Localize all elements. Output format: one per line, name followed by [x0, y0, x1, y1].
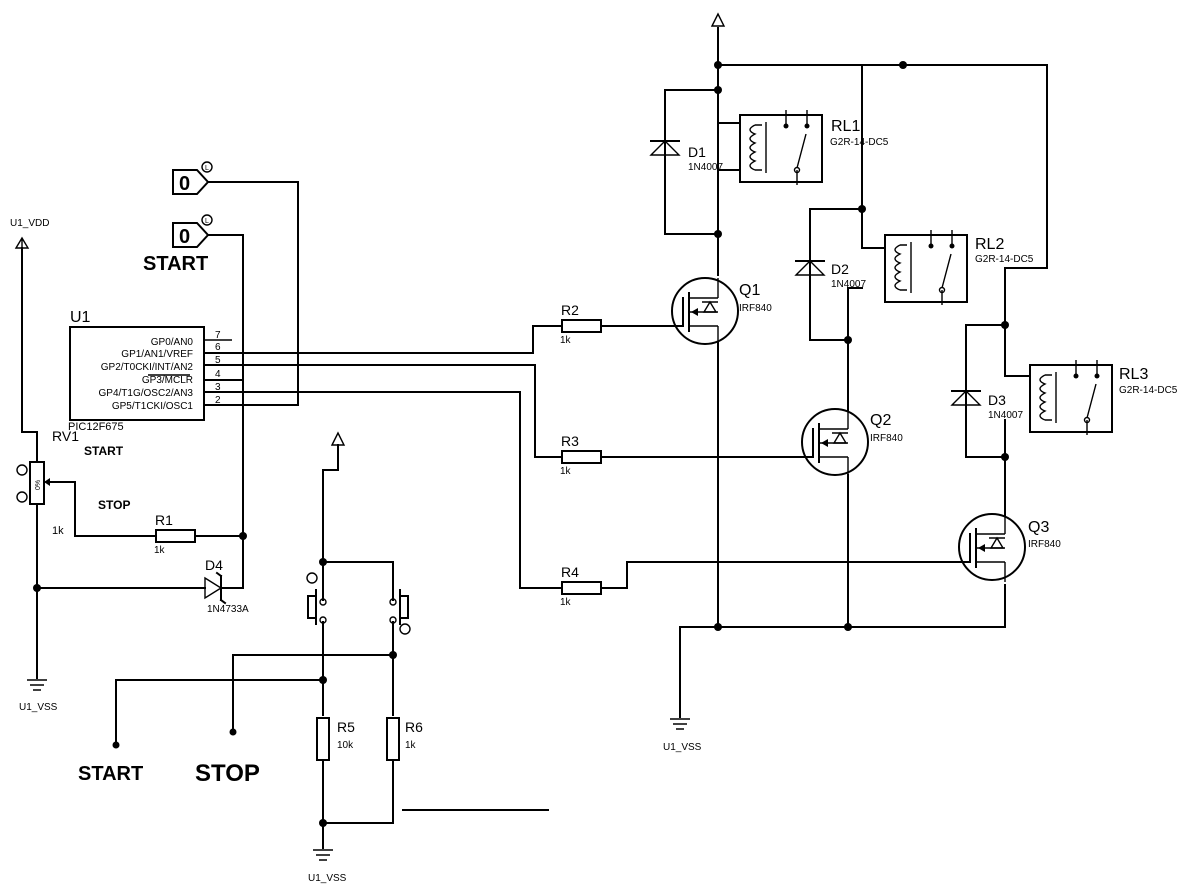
- svg-text:IRF840: IRF840: [739, 303, 772, 314]
- vdd-symbol: U1_VDD: [10, 218, 49, 249]
- svg-text:0: 0: [179, 226, 190, 248]
- svg-text:D2: D2: [831, 261, 849, 277]
- relay-rl1: RL1 G2R-14-DC5: [739, 110, 889, 185]
- svg-text:1k: 1k: [154, 545, 166, 556]
- mcu-pin-num: 5: [215, 355, 221, 366]
- vss-label-bottom: U1_VSS: [308, 873, 347, 884]
- svg-text:Q2: Q2: [870, 412, 891, 429]
- pushbutton-start[interactable]: [306, 572, 327, 625]
- mcu-pin-num: 7: [215, 330, 221, 341]
- resistor-r6: R6 1k: [386, 717, 423, 761]
- svg-text:10k: 10k: [337, 740, 354, 751]
- svg-text:D3: D3: [988, 392, 1006, 408]
- note-start: START: [84, 444, 124, 458]
- diode-d2: D2 1N4007: [794, 260, 866, 290]
- relay-rl3: RL3 G2R-14-DC5: [1029, 360, 1178, 435]
- svg-text:1k: 1k: [560, 466, 572, 477]
- svg-text:IRF840: IRF840: [1028, 539, 1061, 550]
- svg-text:D1: D1: [688, 144, 706, 160]
- mosfet-q2: Q2 IRF840: [801, 408, 903, 476]
- mcu-pin-num: 4: [215, 369, 221, 380]
- mosfet-q1: Q1 IRF840: [671, 277, 772, 345]
- resistor-r1: R1 1k: [154, 512, 196, 556]
- junctions: [33, 61, 1009, 827]
- mcu-part: PIC12F675: [68, 421, 124, 433]
- svg-text:RL1: RL1: [831, 118, 860, 135]
- mcu-pin-num: 2: [215, 395, 221, 406]
- diode-d1: D1 1N4007: [649, 140, 723, 173]
- svg-text:RL3: RL3: [1119, 366, 1148, 383]
- svg-text:R6: R6: [405, 719, 423, 735]
- mcu-pin-num: 6: [215, 342, 221, 353]
- ground-right: U1_VSS: [663, 718, 702, 753]
- ground-left: U1_VSS: [19, 679, 58, 713]
- pushbutton-stop[interactable]: [389, 589, 411, 635]
- svg-text:1k: 1k: [560, 335, 572, 346]
- mcu-pin-name: GP5/T1CKI/OSC1: [112, 401, 194, 412]
- svg-text:1N4007: 1N4007: [831, 279, 866, 290]
- note-stop: STOP: [98, 498, 130, 512]
- probe-caption-start: START: [143, 253, 208, 275]
- mcu-pin-name: GP4/T1G/OSC2/AN3: [99, 388, 194, 399]
- svg-text:IRF840: IRF840: [870, 433, 903, 444]
- svg-text:1k: 1k: [560, 597, 572, 608]
- svg-text:D4: D4: [205, 557, 223, 573]
- label-start: START: [78, 763, 143, 785]
- svg-text:R4: R4: [561, 564, 579, 580]
- label-stop: STOP: [195, 760, 260, 787]
- mcu-pin-name: GP3/MCLR: [142, 375, 193, 386]
- pot-value: 1k: [52, 525, 64, 537]
- resistor-r4: R4 1k: [560, 564, 602, 608]
- mcu-u1: U1 GP0/AN0 GP1/AN1/VREF GP2/T0CKI/INT/AN…: [68, 309, 232, 433]
- svg-text:1N4733A: 1N4733A: [207, 604, 249, 615]
- zener-d4: D4 1N4733A: [204, 557, 249, 615]
- svg-text:G2R-14-DC5: G2R-14-DC5: [975, 254, 1034, 265]
- svg-text:0: 0: [179, 173, 190, 195]
- mcu-pin-name: GP0/AN0: [151, 337, 194, 348]
- mcu-pin-name: GP2/T0CKI/INT/AN2: [101, 362, 194, 373]
- svg-text:L: L: [205, 165, 209, 172]
- mosfet-q3: Q3 IRF840: [958, 513, 1061, 582]
- diode-d3: D3 1N4007: [950, 390, 1023, 421]
- resistor-r3: R3 1k: [560, 433, 602, 477]
- ground-bottom: U1_VSS: [308, 849, 347, 884]
- mcu-pin-name: GP1/AN1/VREF: [121, 349, 193, 360]
- vss-label-right: U1_VSS: [663, 742, 702, 753]
- button-supply-symbol: [330, 431, 346, 446]
- svg-text:R3: R3: [561, 433, 579, 449]
- svg-text:1N4007: 1N4007: [988, 410, 1023, 421]
- resistor-r5: R5 10k: [316, 717, 355, 761]
- relay-rl2: RL2 G2R-14-DC5: [884, 230, 1034, 305]
- svg-text:RL2: RL2: [975, 236, 1004, 253]
- svg-text:Q3: Q3: [1028, 519, 1049, 536]
- top-supply-symbol: [710, 12, 726, 27]
- logic-probe-1[interactable]: 0 L: [172, 161, 213, 195]
- logic-probe-2[interactable]: 0 L START: [143, 214, 213, 275]
- svg-text:1N4007: 1N4007: [688, 162, 723, 173]
- svg-text:L: L: [205, 218, 209, 225]
- potentiometer-rv1[interactable]: RV1 0% 1k: [16, 428, 79, 537]
- mcu-pin-num: 3: [215, 382, 221, 393]
- svg-text:R1: R1: [155, 512, 173, 528]
- svg-text:G2R-14-DC5: G2R-14-DC5: [1119, 385, 1178, 396]
- svg-text:R2: R2: [561, 302, 579, 318]
- svg-text:0%: 0%: [35, 480, 42, 490]
- resistor-r2: R2 1k: [560, 302, 602, 346]
- vdd-label: U1_VDD: [10, 218, 49, 229]
- vss-label-left: U1_VSS: [19, 702, 58, 713]
- svg-text:1k: 1k: [405, 740, 417, 751]
- svg-text:G2R-14-DC5: G2R-14-DC5: [830, 137, 889, 148]
- svg-text:Q1: Q1: [739, 282, 760, 299]
- pot-ref: RV1: [52, 428, 79, 444]
- svg-text:R5: R5: [337, 719, 355, 735]
- mcu-ref: U1: [70, 309, 91, 326]
